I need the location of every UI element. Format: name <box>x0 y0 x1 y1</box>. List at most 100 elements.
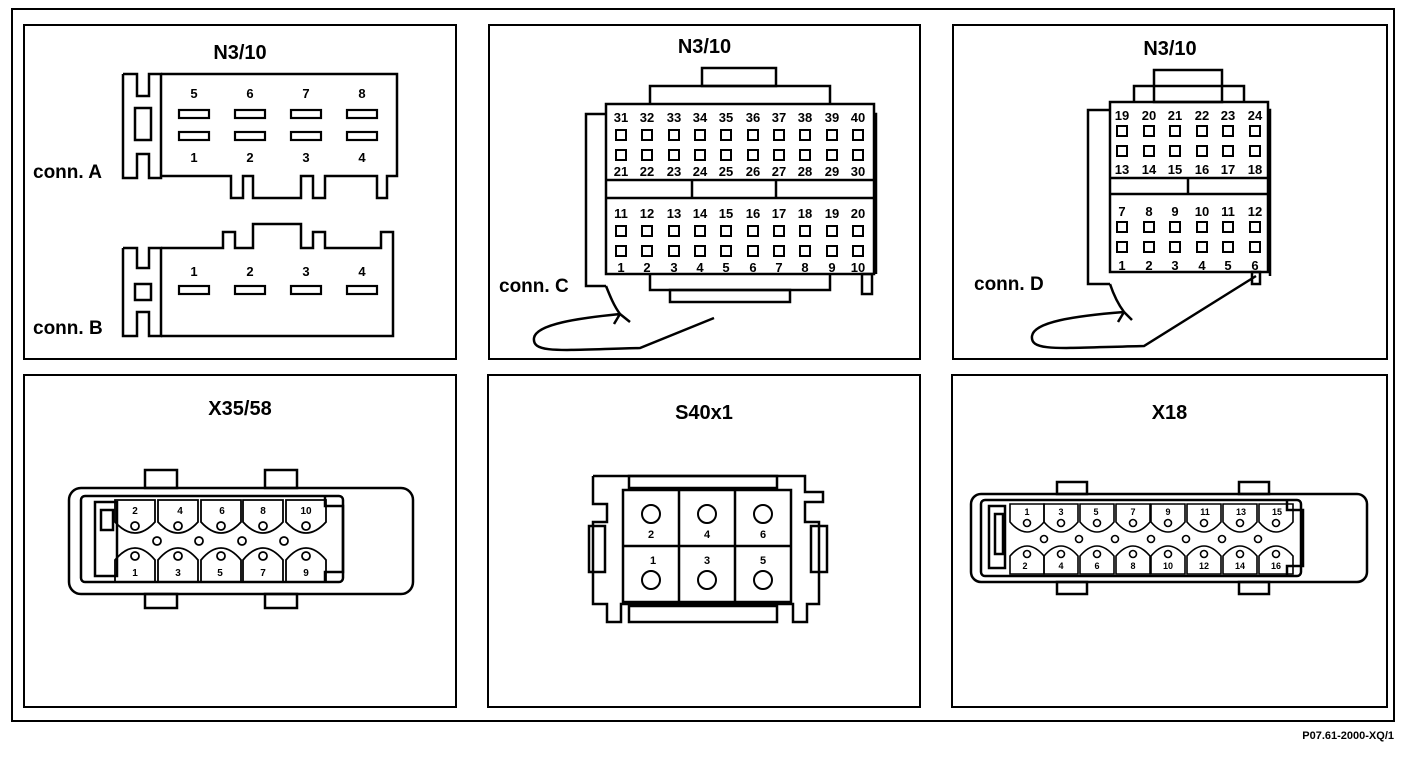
pin-contact <box>694 149 706 161</box>
pin-label: 24 <box>1248 108 1263 123</box>
pin-label: 13 <box>1236 507 1246 517</box>
pin-label: 1 <box>190 264 197 279</box>
pin-contact <box>1196 145 1208 157</box>
pin-label: 1 <box>132 568 138 579</box>
conn-b-label: conn. B <box>33 318 103 339</box>
pin-contact <box>799 245 811 257</box>
pin-contact <box>694 129 706 141</box>
pin-cell <box>1186 545 1222 575</box>
pin-label: 23 <box>667 164 681 179</box>
pin-label: 15 <box>1272 507 1282 517</box>
pin-label: 1 <box>650 555 656 567</box>
pin-label: 6 <box>1094 561 1099 571</box>
conn-a-contacts <box>177 108 379 296</box>
pin-contact <box>720 245 732 257</box>
pin-contact <box>1169 241 1181 253</box>
pin-label: 28 <box>798 164 812 179</box>
pin-contact <box>697 570 717 590</box>
pin-contact <box>173 521 183 531</box>
pin-label: 15 <box>1168 162 1182 177</box>
pin-label: 32 <box>640 110 654 125</box>
pin-label: 2 <box>643 260 650 275</box>
pin-contact <box>1143 125 1155 137</box>
pin-contact <box>216 521 226 531</box>
pin-contact <box>173 551 183 561</box>
pin-contact <box>852 245 864 257</box>
pin-label: 27 <box>772 164 786 179</box>
pin-contact <box>1056 518 1066 528</box>
pin-label: 11 <box>1221 204 1235 219</box>
pin-label: 12 <box>1248 204 1262 219</box>
pin-contact <box>1217 534 1227 544</box>
pin-contact <box>258 521 268 531</box>
pin-contact <box>826 245 838 257</box>
pin-cell <box>1150 503 1186 533</box>
pin-contact <box>1249 125 1261 137</box>
pin-contact <box>773 149 785 161</box>
pin-label: 5 <box>1093 507 1098 517</box>
pin-cell <box>285 499 327 534</box>
panel-s40x1: S40x1 2 4 6 1 3 5 <box>487 374 921 708</box>
drawing-reference: P07.61-2000-XQ/1 <box>1302 730 1394 742</box>
pin-contact <box>1196 241 1208 253</box>
pin-label: 10 <box>300 506 312 517</box>
pin-contact <box>852 149 864 161</box>
pin-label: 6 <box>1251 258 1258 273</box>
pin-cell <box>200 547 242 583</box>
pin-cell <box>1222 545 1258 575</box>
pin-contact <box>1222 125 1234 137</box>
pin-label: 5 <box>722 260 729 275</box>
pin-contact <box>1235 518 1245 528</box>
pin-contact <box>216 551 226 561</box>
pin-label: 23 <box>1221 108 1235 123</box>
pin-label: 14 <box>1235 561 1245 571</box>
pin-label: 6 <box>219 506 225 517</box>
pin-label: 3 <box>670 260 677 275</box>
pin-contact <box>1199 518 1209 528</box>
pin-label: 22 <box>1195 108 1209 123</box>
pin-contact <box>1271 518 1281 528</box>
pin-label: 21 <box>614 164 628 179</box>
pin-contact <box>1039 534 1049 544</box>
pin-contact <box>1074 534 1084 544</box>
pin-label: 9 <box>828 260 835 275</box>
pin-contact <box>773 245 785 257</box>
pin-contact <box>301 551 311 561</box>
pin-contact <box>826 149 838 161</box>
s40x1-drawing: 2 4 6 1 3 5 <box>587 474 829 624</box>
conn-a-label: conn. A <box>33 162 102 183</box>
pin-label: 5 <box>190 86 197 101</box>
pin-contact <box>668 129 680 141</box>
pin-label: 20 <box>1142 108 1156 123</box>
pin-contact <box>1249 241 1261 253</box>
pin-label: 16 <box>1195 162 1209 177</box>
pin-cell <box>1115 545 1151 575</box>
pin-cell <box>1258 503 1294 533</box>
pin-contact <box>1222 241 1234 253</box>
pin-label: 3 <box>302 150 309 165</box>
pin-label: 5 <box>760 555 766 567</box>
pin-cell <box>285 547 327 583</box>
pin-contact <box>1196 125 1208 137</box>
panel-x3558: X35/58 2 4 6 8 10 1 3 5 7 9 <box>23 374 457 708</box>
pin-contact <box>694 245 706 257</box>
pin-contact <box>1253 534 1263 544</box>
pin-contact <box>1143 241 1155 253</box>
pin-contact <box>1163 518 1173 528</box>
pin-contact <box>1116 221 1128 233</box>
pin-contact <box>1143 221 1155 233</box>
pin-label: 19 <box>825 206 839 221</box>
pin-label: 17 <box>1221 162 1235 177</box>
pin-label: 7 <box>302 86 309 101</box>
pin-label: 31 <box>614 110 628 125</box>
pin-cell <box>1079 545 1115 575</box>
pin-contact <box>668 149 680 161</box>
pin-contact <box>1092 549 1102 559</box>
pin-label: 4 <box>177 506 183 517</box>
pin-contact <box>720 225 732 237</box>
conn-d-label: conn. D <box>974 274 1044 295</box>
pin-contact <box>1271 549 1281 559</box>
pin-contact <box>279 536 289 546</box>
pin-label: 14 <box>1142 162 1157 177</box>
pin-label: 13 <box>667 206 681 221</box>
